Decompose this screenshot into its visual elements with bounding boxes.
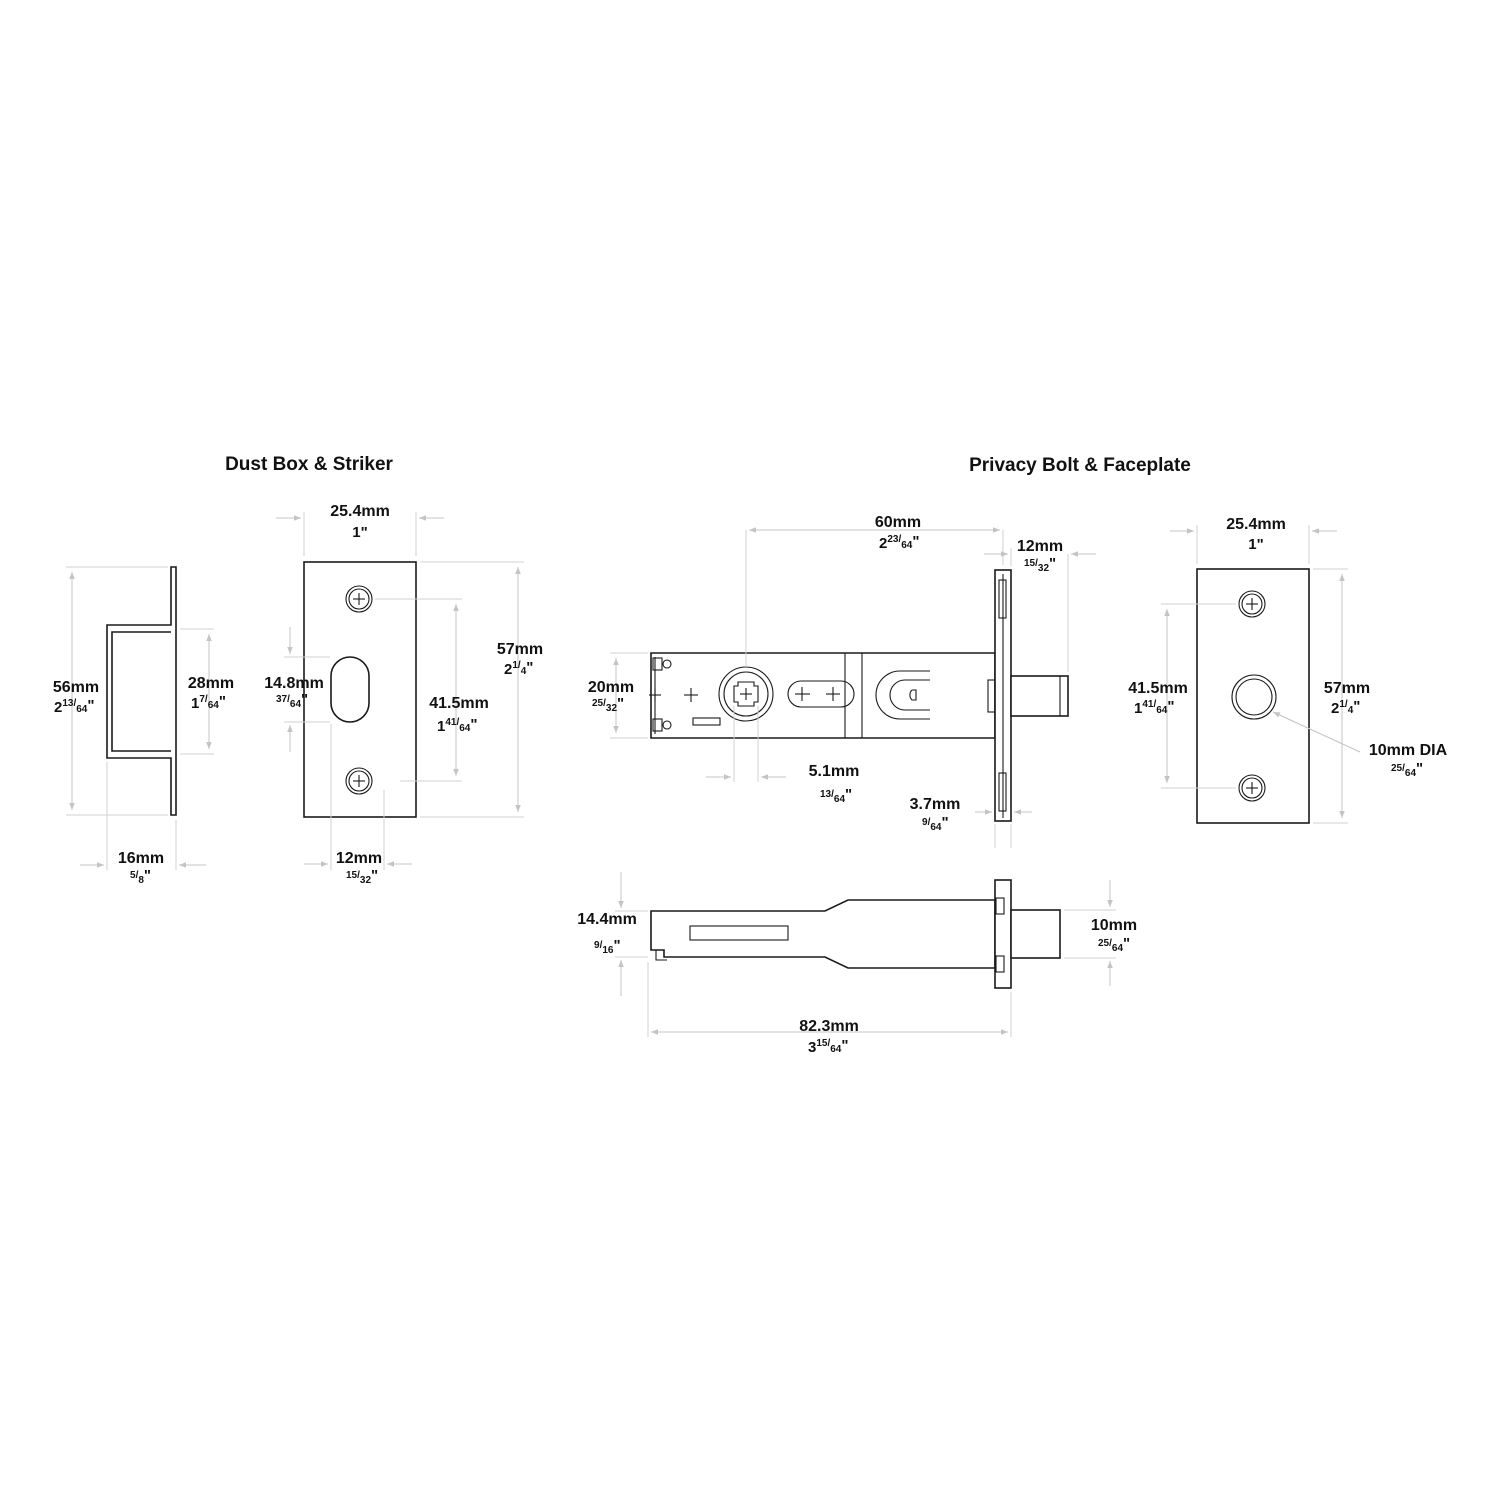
face-width-mm: 25.4mm <box>1226 516 1286 533</box>
overall-length-mm: 82.3mm <box>799 1018 859 1035</box>
striker-slot-mm: 14.8mm <box>264 675 324 692</box>
face-height-inch: 21/4" <box>1331 698 1360 717</box>
striker-screws-mm: 41.5mm <box>429 695 489 712</box>
body-thk-inch: 9/16" <box>594 937 621 956</box>
backset-mm: 60mm <box>875 514 921 531</box>
face-hole-mm: 10mm DIA <box>1369 742 1448 759</box>
dim-faceplate-thickness: 3.7mm 9/64" <box>910 796 1032 848</box>
dim-striker-slot: 14.8mm 37/64" <box>264 627 330 752</box>
face-height-mm: 57mm <box>1324 680 1370 697</box>
dim-bolt-dia: 10mm 25/64" <box>1064 880 1137 986</box>
dust-depth-inch: 5/8" <box>130 867 151 886</box>
dim-striker-height: 57mm 21/4" <box>420 561 543 818</box>
dust-height-mm: 56mm <box>53 679 99 696</box>
striker-plate <box>303 561 417 818</box>
dim-face-height: 57mm 21/4" <box>1313 568 1370 824</box>
body-height-mm: 20mm <box>588 679 634 696</box>
striker-offset-mm: 12mm <box>336 850 382 867</box>
body-thk-mm: 14.4mm <box>577 911 637 928</box>
body-height-inch: 25/32" <box>592 695 624 714</box>
face-width-inch: 1" <box>1248 536 1263 553</box>
bolt-dia-mm: 10mm <box>1091 917 1137 934</box>
bolt-dia-inch: 25/64" <box>1098 935 1130 954</box>
dim-face-width: 25.4mm 1" <box>1170 516 1337 564</box>
dim-striker-offset: 12mm 15/32" <box>304 724 412 886</box>
dust-opening-mm: 28mm <box>188 675 234 692</box>
dim-striker-screws: 41.5mm 141/64" <box>375 598 489 782</box>
dust-opening-inch: 17/64" <box>191 693 226 712</box>
spindle-inch: 13/64" <box>820 786 852 805</box>
dim-dust-depth: 16mm 5/8" <box>80 762 206 886</box>
spindle-mm: 5.1mm <box>809 763 860 780</box>
dim-overall-length: 82.3mm 315/64" <box>647 962 1012 1056</box>
backset-inch: 223/64" <box>879 533 920 552</box>
striker-width-inch: 1" <box>352 524 367 541</box>
face-hole-inch: 25/64" <box>1391 760 1423 779</box>
striker-screws-inch: 141/64" <box>437 716 478 735</box>
dim-backset: 60mm 223/64" <box>745 514 1004 667</box>
dust-depth-mm: 16mm <box>118 850 164 867</box>
privacy-bolt-front <box>649 569 1069 822</box>
striker-width-mm: 25.4mm <box>330 503 390 520</box>
faceplate <box>1196 568 1310 824</box>
privacy-bolt-side <box>650 879 1061 989</box>
face-screws-inch: 141/64" <box>1134 698 1175 717</box>
striker-height-mm: 57mm <box>497 641 543 658</box>
dim-spindle: 5.1mm 13/64" <box>706 706 859 805</box>
dust-height-inch: 213/64" <box>54 697 95 716</box>
faceplate-thk-inch: 9/64" <box>922 814 949 833</box>
dim-bolt-throw: 12mm 15/32" <box>984 538 1096 672</box>
dim-dust-height: 56mm 213/64" <box>53 566 168 816</box>
striker-height-inch: 21/4" <box>504 659 533 678</box>
bolt-throw-mm: 12mm <box>1017 538 1063 555</box>
dust-box <box>106 566 177 816</box>
faceplate-thk-mm: 3.7mm <box>910 796 961 813</box>
dim-dust-opening: 28mm 17/64" <box>180 628 234 755</box>
striker-slot-inch: 37/64" <box>276 691 308 710</box>
dim-face-hole: 10mm DIA 25/64" <box>1272 711 1448 779</box>
dim-body-thickness: 14.4mm 9/16" <box>577 872 648 996</box>
title-privacy-bolt-faceplate: Privacy Bolt & Faceplate <box>969 455 1191 476</box>
overall-length-inch: 315/64" <box>808 1037 849 1056</box>
dim-face-screws: 41.5mm 141/64" <box>1128 603 1236 789</box>
dim-striker-width: 25.4mm 1" <box>276 503 444 556</box>
bolt-throw-inch: 15/32" <box>1024 555 1056 574</box>
face-screws-mm: 41.5mm <box>1128 680 1188 697</box>
dim-body-height: 20mm 25/32" <box>588 652 648 739</box>
striker-offset-inch: 15/32" <box>346 867 378 886</box>
title-dust-box-striker: Dust Box & Striker <box>225 454 393 475</box>
